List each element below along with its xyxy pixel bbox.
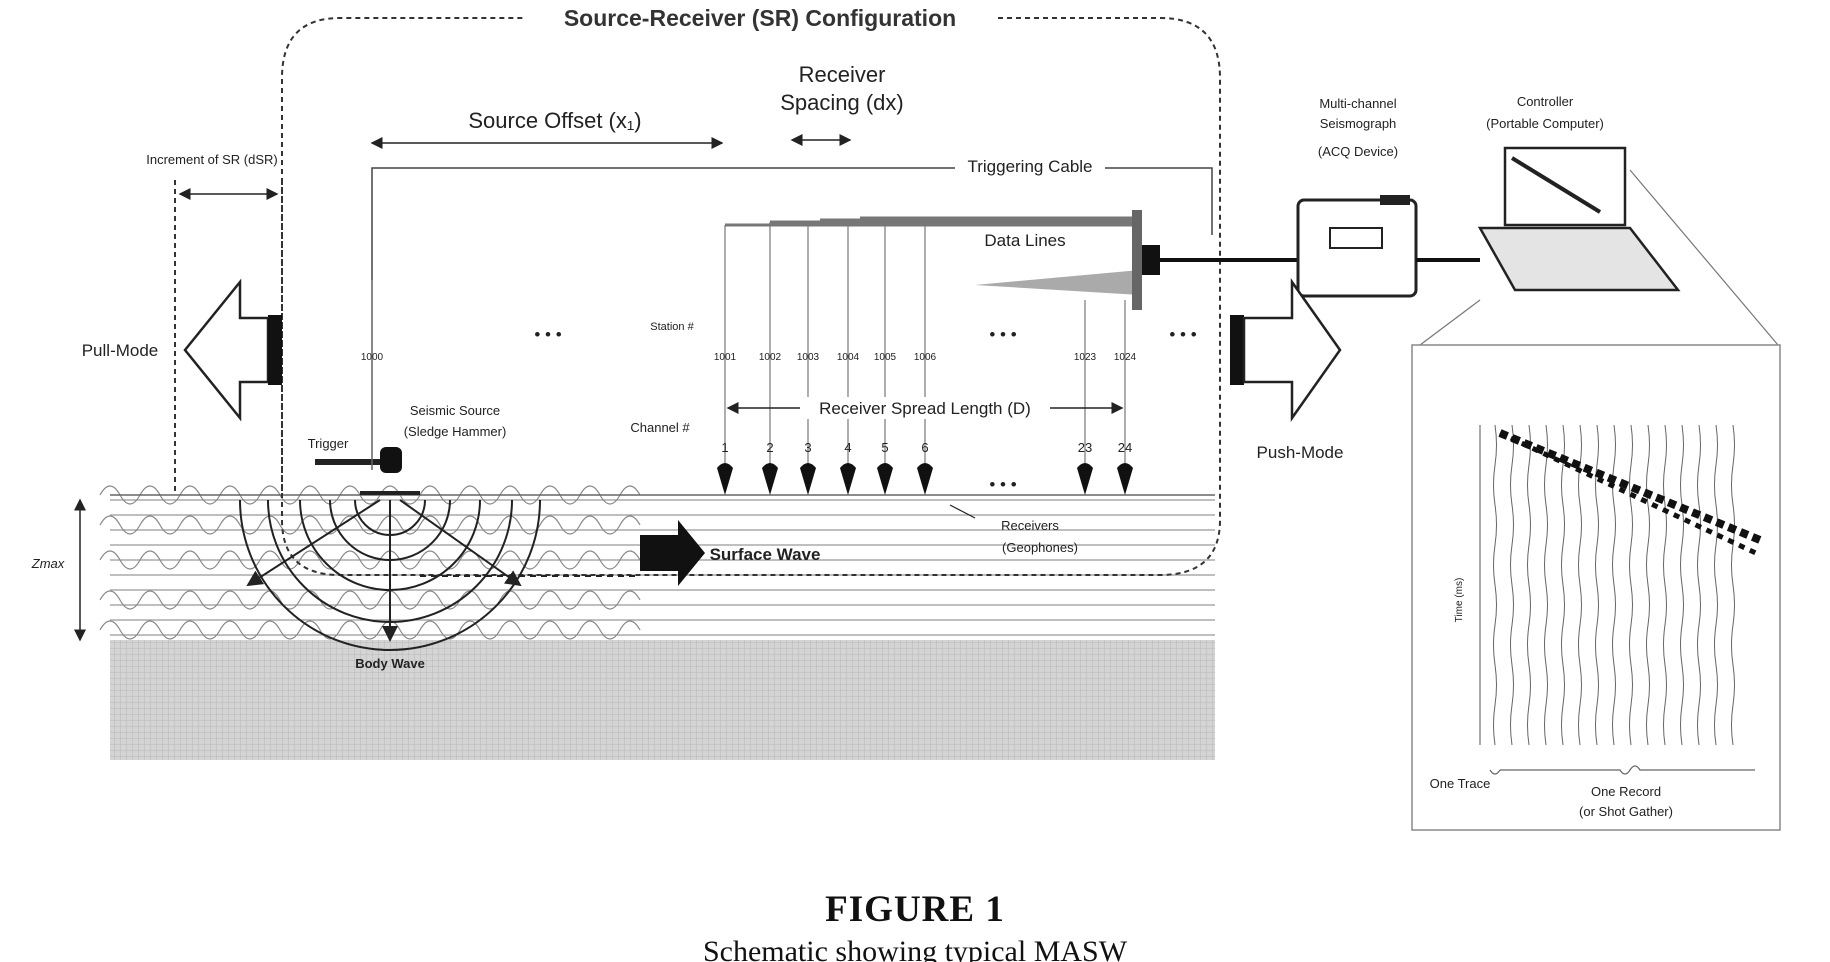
channel-number: 1 [721,440,728,455]
seismic-source: Seismic Source (Sledge Hammer) Trigger [308,403,507,495]
station-number: 1023 [1074,352,1097,363]
source-offset: Source Offset (x₁) [370,108,724,149]
pull-mode-label: Pull-Mode [82,341,159,360]
body-wave-fronts [239,499,640,651]
station-number: 1024 [1114,352,1137,363]
zmax-label: Zmax [31,556,65,571]
receiver-spread: Receiver Spread Length (D) [726,397,1124,419]
channel-number: 3 [804,440,811,455]
channel-label: Channel # [630,420,690,435]
receivers-label-2: (Geophones) [1002,540,1078,555]
receiver-spacing: Receiver Spacing (dx) [780,62,904,146]
controller-laptop: Controller (Portable Computer) [1477,94,1681,292]
controller-label-1: Controller [1517,94,1574,109]
zmax-depth: Zmax [31,498,86,642]
increment-sr-label: Increment of SR (dSR) [146,152,278,167]
seismograph-device: Multi-channel Seismograph (ACQ Device) [1296,96,1418,298]
one-record-label-1: One Record [1591,784,1661,799]
channel-number: 6 [921,440,928,455]
sr-configuration-title: Source-Receiver (SR) Configuration [564,5,956,31]
receivers-callout: Receivers (Geophones) [949,504,1078,555]
masw-schematic: Source-Receiver (SR) Configuration Incre… [30,5,1781,831]
data-lines-label: Data Lines [984,231,1065,250]
time-axis-label: Time (ms) [1454,578,1465,623]
station-number: 1005 [874,352,897,363]
channel-number: 5 [881,440,888,455]
ellipsis: • • • [989,325,1016,344]
station-markers [371,222,1126,470]
receiver-spread-label: Receiver Spread Length (D) [819,399,1031,418]
channel-number: 2 [766,440,773,455]
station-number: 1002 [759,352,782,363]
seismograph-label-2: Seismograph [1320,116,1397,131]
channel-number: 23 [1078,440,1092,455]
receivers-label-1: Receivers [1001,518,1059,533]
sr-boundary [281,17,1221,576]
channel-number: 24 [1118,440,1132,455]
station-labels: 1000 1001 1002 1003 1004 1005 1006 1023 … [361,321,1137,363]
pull-mode-arrow: Pull-Mode [82,278,282,422]
seismograph-label-3: (ACQ Device) [1318,144,1398,159]
surface-wave-arrow: Surface Wave [640,520,820,586]
station-number: 1006 [914,352,937,363]
source-offset-label: Source Offset (x₁) [468,108,641,133]
triggering-cable: Triggering Cable [371,156,1213,470]
station-number: 1001 [714,352,737,363]
ellipsis: • • • [1169,325,1196,344]
geophones [717,463,1133,495]
ground-layers [99,485,1215,760]
surface-wave-label: Surface Wave [710,545,821,564]
receiver-spacing-label-2: Spacing (dx) [780,90,904,115]
data-lines: Data Lines [725,210,1300,310]
ellipsis: • • • [989,475,1016,494]
station-number: 1003 [797,352,820,363]
channel-numbers: 1 2 3 4 5 6 23 24 [721,440,1132,455]
station-number: 1004 [837,352,860,363]
station-label: Station # [650,321,694,333]
trigger-label: Trigger [308,436,349,451]
push-mode-arrow: Push-Mode [1230,278,1344,462]
channel-number: 4 [844,440,851,455]
caption-text: Schematic showing typical MASW [702,935,1128,962]
seismic-source-label-2: (Sledge Hammer) [404,424,507,439]
one-record-label-2: (or Shot Gather) [1579,804,1673,819]
figure-caption: FIGURE 1 Schematic showing typical MASW [0,888,1830,962]
one-trace-label: One Trace [1430,776,1491,791]
controller-label-2: (Portable Computer) [1486,116,1604,131]
seismic-source-label-1: Seismic Source [410,403,500,418]
triggering-cable-label: Triggering Cable [967,157,1092,176]
seismograph-label-1: Multi-channel [1319,96,1396,111]
body-wave-label: Body Wave [355,656,425,671]
shot-gather-panel: Time (ms) One Trace One Record (or Shot … [1411,344,1781,831]
ellipsis: • • • [534,325,561,344]
station-number: 1000 [361,352,384,363]
receiver-spacing-label-1: Receiver [799,62,886,87]
push-mode-label: Push-Mode [1257,443,1344,462]
caption-title: FIGURE 1 [825,889,1005,930]
